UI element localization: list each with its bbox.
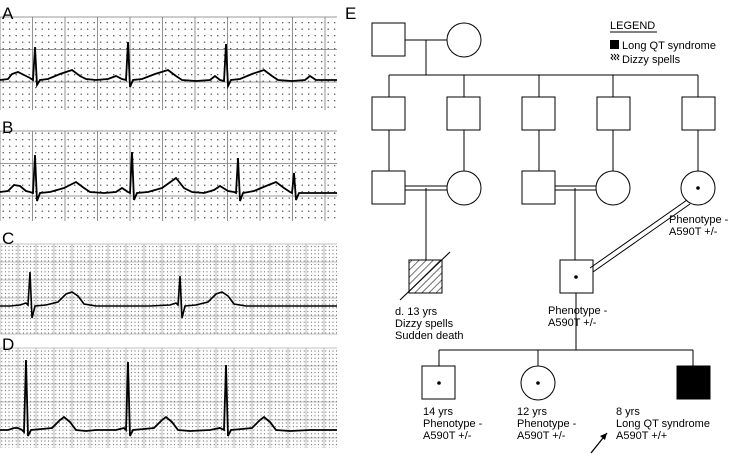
gen1-male: [371, 22, 406, 57]
proband-male: [676, 365, 711, 400]
ecg-panel-c: C: [0, 229, 337, 335]
panel-label-b: B: [2, 118, 13, 137]
gen2-male-1: [371, 96, 406, 131]
carrier-dot-icon: [574, 275, 578, 279]
carrier-dot-icon: [437, 381, 441, 385]
gen1-female: [446, 22, 482, 58]
deceased-age: d. 13 yrs: [395, 306, 438, 318]
legend-item-dizzy-spells: Dizzy spells: [622, 54, 681, 66]
gen3-female-phenotype: Phenotype -: [669, 214, 729, 226]
panel-label-e: E: [345, 4, 356, 23]
legend-title: LEGEND: [610, 20, 655, 32]
child2-phenotype: Phenotype -: [517, 418, 577, 430]
carrier-dot-icon: [536, 381, 540, 385]
gen4-male-genotype: A590T +/-: [548, 317, 597, 329]
panel-label-d: D: [2, 335, 14, 354]
gen3-female-1: [446, 170, 482, 206]
ecg-panel-a: A: [0, 4, 337, 110]
proband-age: 8 yrs: [616, 406, 640, 418]
child-male-14yrs: [421, 365, 456, 400]
gen3-female-genotype: A590T +/-: [669, 226, 718, 238]
child-female-12yrs: [520, 365, 556, 401]
gen3-male-2: [521, 170, 556, 205]
child2-age: 12 yrs: [517, 406, 547, 418]
legend-filled-square-icon: [610, 40, 619, 49]
legend-item-long-qt: Long QT syndrome: [622, 40, 716, 52]
pedigree-chart: E LEGEND Long QT syndrome Dizzy spells: [345, 4, 729, 454]
ecg-trace-b: [0, 151, 337, 202]
proband-diagnosis: Long QT syndrome: [616, 418, 710, 430]
panel-label-c: C: [2, 229, 14, 248]
gen2-male-4: [596, 96, 631, 131]
gen3-male-1: [371, 170, 406, 205]
gen2-male-3: [521, 96, 556, 131]
gen3-female-carrier: [680, 170, 716, 206]
gen4-male-phenotype: Phenotype -: [548, 305, 608, 317]
child1-age: 14 yrs: [423, 406, 453, 418]
legend-zigzag-icon: [610, 53, 620, 61]
ecg-trace-c: [0, 271, 337, 319]
legend: LEGEND Long QT syndrome Dizzy spells: [610, 20, 716, 66]
carrier-dot-icon: [696, 186, 700, 190]
child1-genotype: A590T +/-: [423, 430, 472, 442]
deceased-symptom: Dizzy spells: [395, 318, 454, 330]
gen2-male-2: [446, 96, 481, 131]
gen2-male-5: [681, 96, 716, 131]
ecg-trace-a: [0, 41, 337, 90]
ecg-trace-d: [0, 359, 337, 437]
proband-genotype: A590T +/+: [616, 430, 667, 442]
ecg-panel-d: D: [0, 335, 337, 448]
panel-label-a: A: [2, 4, 14, 23]
ecg-panel-b: B: [0, 118, 337, 221]
child2-genotype: A590T +/-: [517, 430, 566, 442]
child1-phenotype: Phenotype -: [423, 418, 483, 430]
gen3-female-2: [595, 170, 631, 206]
deceased-cause: Sudden death: [395, 330, 464, 342]
